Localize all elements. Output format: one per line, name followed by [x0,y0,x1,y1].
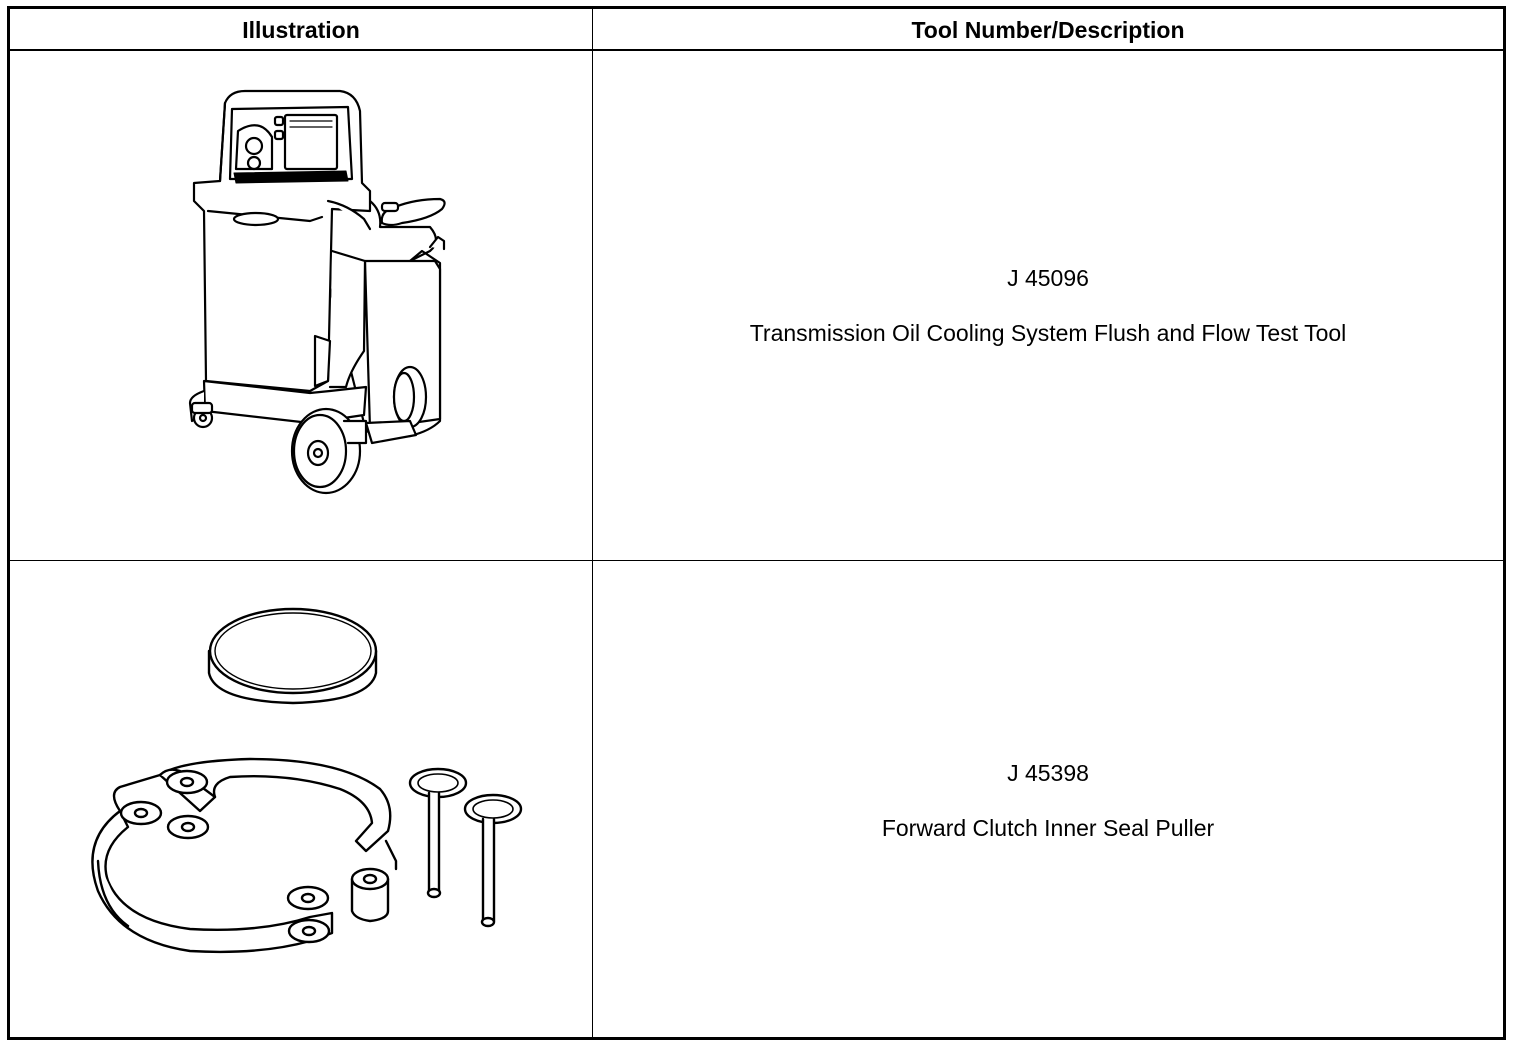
column-divider [592,9,593,1037]
header-divider [10,49,1503,51]
illustration-cell [10,51,592,560]
description-cell: J 45398 Forward Clutch Inner Seal Puller [593,561,1503,1040]
tool-table: Illustration Tool Number/Description [7,6,1506,1040]
flush-cart-icon [188,89,446,495]
description-cell: J 45096 Transmission Oil Cooling System … [593,51,1503,560]
header-tool-description: Tool Number/Description [911,16,1185,43]
tool-description: Transmission Oil Cooling System Flush an… [749,319,1347,346]
seal-puller-kit-icon [91,607,523,954]
tool-description: Forward Clutch Inner Seal Puller [881,814,1215,841]
header-illustration: Illustration [242,16,360,43]
illustration-cell [10,561,592,1040]
tool-number: J 45398 [1007,759,1089,786]
tool-number: J 45096 [1007,264,1089,291]
row-divider [10,560,1503,561]
